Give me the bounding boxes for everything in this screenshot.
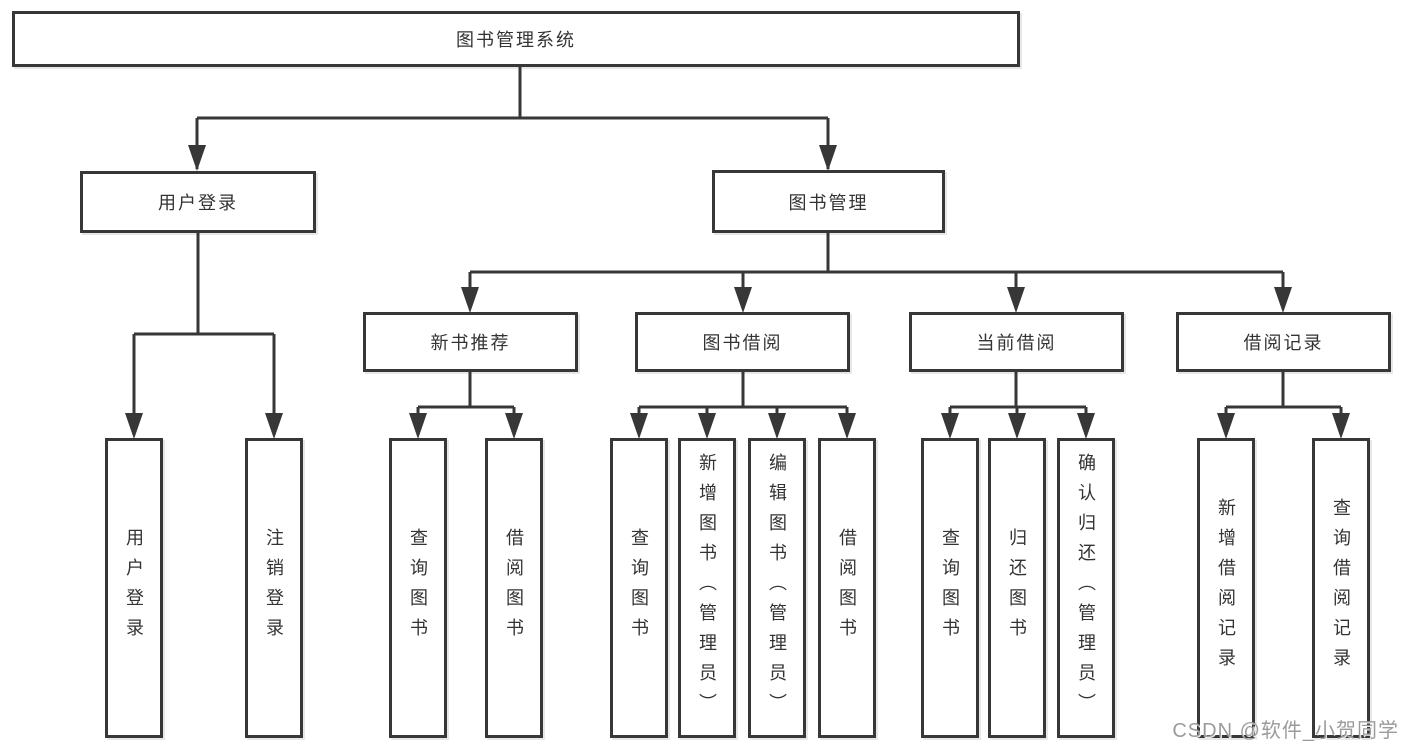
connector-root-to-level2: [195, 67, 830, 169]
leaf-records-query-record: 查询借阅记录: [1312, 438, 1370, 738]
arrowheads: [125, 145, 1350, 439]
leaf-borrowing-edit-books-admin-label: 编辑图书（管理员）: [767, 453, 787, 723]
node-borrowing-records: 借阅记录: [1176, 312, 1391, 372]
leaf-records-add-record: 新增借阅记录: [1197, 438, 1255, 738]
leaf-current-confirm-return-admin-label: 确认归还（管理员）: [1076, 453, 1096, 723]
node-borrowing-records-label: 借阅记录: [1243, 333, 1324, 353]
leaf-newbook-query-books: 查询图书: [389, 438, 447, 738]
node-book-management-label: 图书管理: [788, 192, 869, 213]
connector-borrow-to-leaves: [637, 372, 849, 435]
leaf-records-add-record-label: 新增借阅记录: [1216, 498, 1236, 678]
connector-records-to-leaves: [1224, 372, 1343, 435]
leaf-current-query-books-label: 查询图书: [940, 528, 960, 648]
leaf-current-query-books: 查询图书: [921, 438, 979, 738]
leaf-user-login: 用户登录: [105, 438, 163, 738]
leaf-logout: 注销登录: [245, 438, 303, 738]
leaf-records-query-record-label: 查询借阅记录: [1331, 498, 1351, 678]
leaf-user-login-label: 用户登录: [124, 528, 144, 648]
leaf-borrowing-edit-books-admin: 编辑图书（管理员）: [748, 438, 806, 738]
leaf-newbook-query-books-label: 查询图书: [408, 528, 428, 648]
leaf-current-return-books-label: 归还图书: [1007, 528, 1027, 648]
leaf-borrowing-query-books: 查询图书: [610, 438, 668, 738]
leaf-borrowing-borrow-books: 借阅图书: [818, 438, 876, 738]
watermark: CSDN @软件_小贺同学: [1172, 720, 1399, 742]
leaf-current-confirm-return-admin: 确认归还（管理员）: [1057, 438, 1115, 738]
node-root: 图书管理系统: [12, 11, 1020, 67]
node-book-borrowing-label: 图书借阅: [702, 333, 783, 353]
node-user-login-label: 用户登录: [158, 193, 238, 213]
leaf-borrowing-add-books-admin-label: 新增图书（管理员）: [697, 453, 717, 723]
node-new-book-recommend: 新书推荐: [363, 312, 578, 372]
connector-login-to-leaves: [132, 233, 276, 435]
leaf-borrowing-add-books-admin: 新增图书（管理员）: [678, 438, 736, 738]
leaf-current-return-books: 归还图书: [988, 438, 1046, 738]
leaf-newbook-borrow-books: 借阅图书: [485, 438, 543, 738]
connector-group: [132, 67, 1343, 435]
node-new-book-recommend-label: 新书推荐: [430, 333, 511, 353]
node-book-borrowing: 图书借阅: [635, 312, 850, 372]
node-current-borrowing-label: 当前借阅: [976, 333, 1057, 353]
node-user-login: 用户登录: [80, 171, 316, 233]
leaf-newbook-borrow-books-label: 借阅图书: [504, 528, 524, 648]
leaf-borrowing-query-books-label: 查询图书: [629, 528, 649, 648]
leaf-borrowing-borrow-books-label: 借阅图书: [837, 528, 857, 648]
node-root-label: 图书管理系统: [456, 30, 576, 50]
connector-mgmt-to-level3: [468, 233, 1285, 309]
node-book-management: 图书管理: [712, 170, 945, 233]
node-current-borrowing: 当前借阅: [909, 312, 1124, 372]
connector-newbook-to-leaves: [416, 372, 516, 435]
leaf-logout-label: 注销登录: [264, 528, 284, 648]
